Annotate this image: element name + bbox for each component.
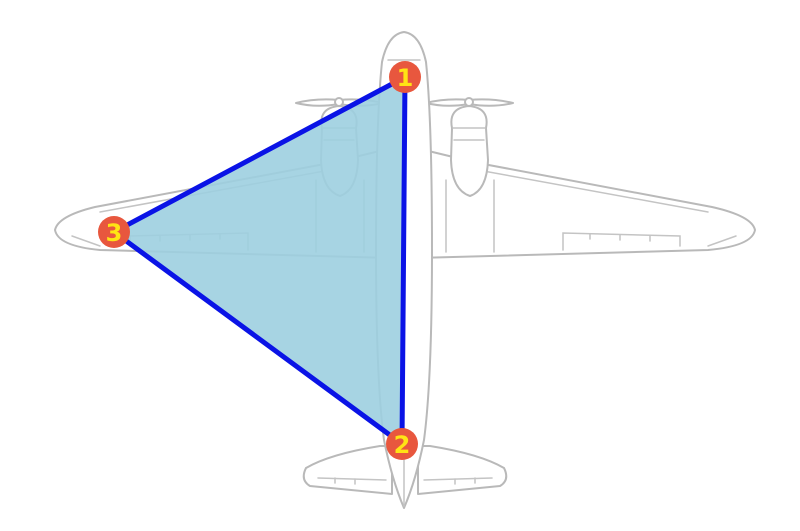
marker-1-badge bbox=[389, 61, 421, 93]
marker-2-badge bbox=[386, 428, 418, 460]
right-engine bbox=[445, 105, 495, 253]
marker-1-label: 1 bbox=[397, 64, 414, 92]
right-wing-flaps bbox=[562, 232, 737, 251]
marker-2[interactable]: 2 bbox=[386, 428, 418, 460]
triangle-edge-3-1 bbox=[111, 74, 408, 235]
marker-3[interactable]: 3 bbox=[98, 216, 130, 248]
tail-elevators bbox=[317, 477, 493, 485]
triangle-overlay bbox=[111, 74, 408, 447]
triangle-area bbox=[114, 77, 405, 444]
marker-1[interactable]: 1 bbox=[389, 61, 421, 93]
marker-3-badge bbox=[98, 216, 130, 248]
marker-2-label: 2 bbox=[394, 431, 411, 459]
triangle-edge-1-2 bbox=[399, 74, 408, 447]
point-markers: 1 2 3 bbox=[98, 61, 421, 460]
right-wing bbox=[415, 147, 756, 259]
right-propeller-icon bbox=[425, 97, 514, 107]
marker-3-label: 3 bbox=[106, 219, 123, 247]
triangle-edge-2-3 bbox=[111, 229, 405, 447]
